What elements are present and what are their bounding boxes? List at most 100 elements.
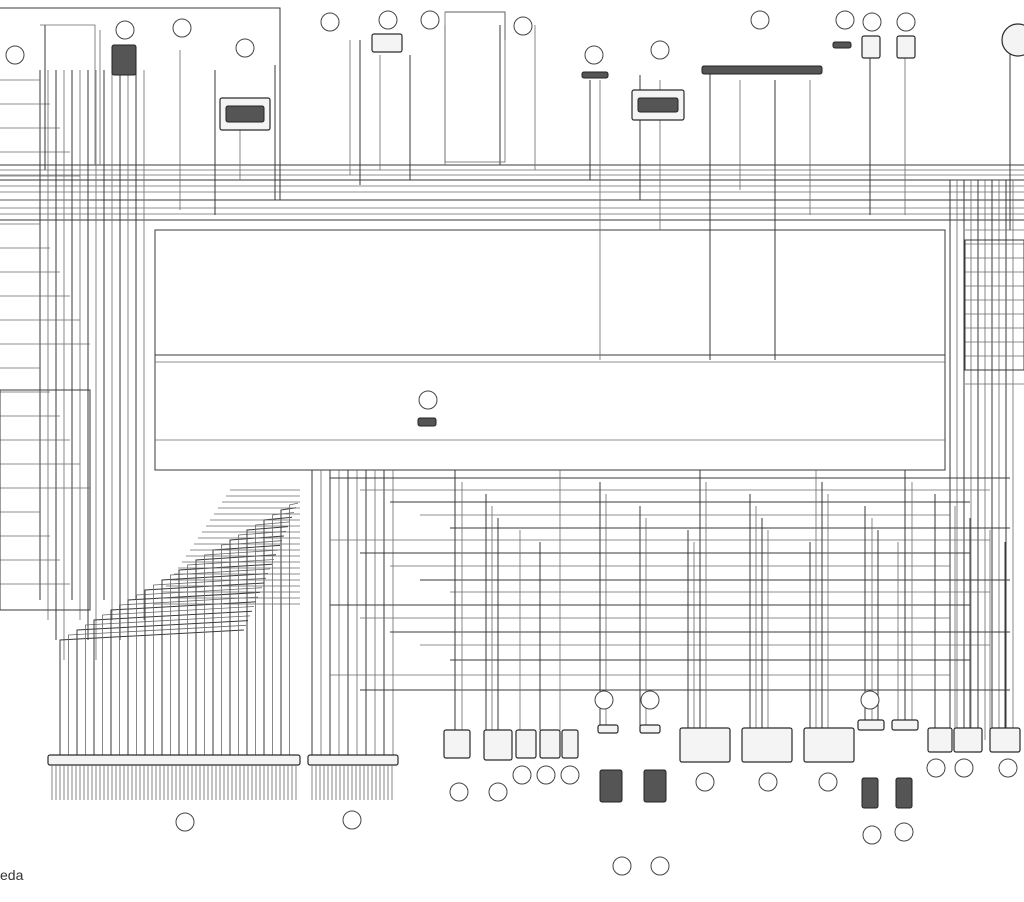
main-connector-47 xyxy=(307,754,399,766)
callout-bubble xyxy=(750,10,770,30)
bottom-connector xyxy=(561,729,579,759)
callout-bubble xyxy=(320,12,340,32)
wire xyxy=(272,512,295,755)
callout-bubble xyxy=(594,690,614,710)
callout-bubble xyxy=(342,810,362,830)
bottom-connector xyxy=(953,727,983,753)
callout-bubble xyxy=(536,765,556,785)
coil-connector xyxy=(599,769,623,803)
bottom-connector xyxy=(597,724,619,734)
mid-connector xyxy=(417,417,437,427)
wire xyxy=(263,516,293,755)
wire xyxy=(221,540,283,755)
callout-bubble xyxy=(513,16,533,36)
callout-bubble xyxy=(860,690,880,710)
callout-bubble xyxy=(640,690,660,710)
callout-bubble xyxy=(612,856,632,876)
sensor-connector xyxy=(896,35,916,59)
terminal-strip xyxy=(701,65,823,75)
callout-bubble xyxy=(818,772,838,792)
wire xyxy=(246,526,289,755)
wire xyxy=(119,596,259,755)
wire xyxy=(229,535,285,755)
callout-bubble xyxy=(896,12,916,32)
wire xyxy=(40,24,96,165)
callout-bubble xyxy=(175,812,195,832)
plug-connector xyxy=(891,719,919,731)
callout-bubble xyxy=(835,10,855,30)
wire xyxy=(85,615,251,755)
small-connector xyxy=(581,71,609,79)
wire xyxy=(187,559,275,755)
bottom-connector xyxy=(483,729,513,761)
spark-plug xyxy=(861,777,879,809)
wire xyxy=(289,502,299,755)
callout-bubble xyxy=(758,772,778,792)
callout-bubble xyxy=(926,758,946,778)
callout-bubble xyxy=(115,20,135,40)
wire xyxy=(144,582,265,755)
callout-bubble xyxy=(5,45,25,65)
wire xyxy=(161,573,269,755)
bottom-connector xyxy=(927,727,953,753)
wire xyxy=(445,11,506,40)
wire xyxy=(195,554,277,755)
wire xyxy=(153,577,267,755)
round-sensor xyxy=(1001,23,1024,57)
bottom-connector xyxy=(679,727,731,763)
callout-bubble xyxy=(172,18,192,38)
callout-bubble xyxy=(862,825,882,845)
callout-bubble xyxy=(998,758,1018,778)
main-connector-46 xyxy=(47,754,301,766)
wire xyxy=(178,563,273,755)
callout-bubble xyxy=(420,10,440,30)
callout-bubble xyxy=(560,765,580,785)
callout-bubble xyxy=(449,782,469,802)
callout-bubble xyxy=(418,390,438,410)
switch-connector xyxy=(371,33,403,53)
sensor-connector xyxy=(861,35,881,59)
bottom-connector xyxy=(443,729,471,759)
bottom-connector xyxy=(741,727,793,763)
component-layer xyxy=(47,23,1024,809)
spark-plug xyxy=(895,777,913,809)
ecu-connector-inner xyxy=(637,97,679,113)
wire xyxy=(0,389,91,611)
legend-text: eda xyxy=(0,867,24,883)
bottom-connector xyxy=(989,727,1021,753)
wire xyxy=(154,229,946,471)
small-connector xyxy=(832,41,852,49)
wire xyxy=(255,521,291,755)
callout-bubble xyxy=(894,822,914,842)
bottom-connector xyxy=(515,729,537,759)
wire-bundle xyxy=(0,7,1024,755)
callout-bubble xyxy=(584,45,604,65)
wire xyxy=(136,587,263,755)
callout-bubble xyxy=(650,40,670,60)
relay-connector xyxy=(111,44,137,76)
callout-layer xyxy=(5,10,1018,876)
callout-bubble xyxy=(695,772,715,792)
wire xyxy=(102,606,255,755)
coil-connector xyxy=(643,769,667,803)
wire xyxy=(204,549,279,755)
wire xyxy=(444,11,506,163)
callout-bubble xyxy=(378,10,398,30)
wire xyxy=(238,530,287,755)
wire xyxy=(280,507,297,755)
wire xyxy=(76,620,249,755)
callout-bubble xyxy=(235,38,255,58)
plug-connector xyxy=(857,719,885,731)
wire xyxy=(964,239,1024,371)
wire xyxy=(110,601,257,755)
wire xyxy=(0,7,281,200)
bottom-connector xyxy=(539,729,561,759)
wire xyxy=(93,610,253,755)
wire xyxy=(127,591,261,755)
callout-bubble xyxy=(488,782,508,802)
wire xyxy=(59,629,245,755)
bottom-connector xyxy=(639,724,661,734)
bottom-connector xyxy=(803,727,855,763)
callout-bubble xyxy=(862,12,882,32)
